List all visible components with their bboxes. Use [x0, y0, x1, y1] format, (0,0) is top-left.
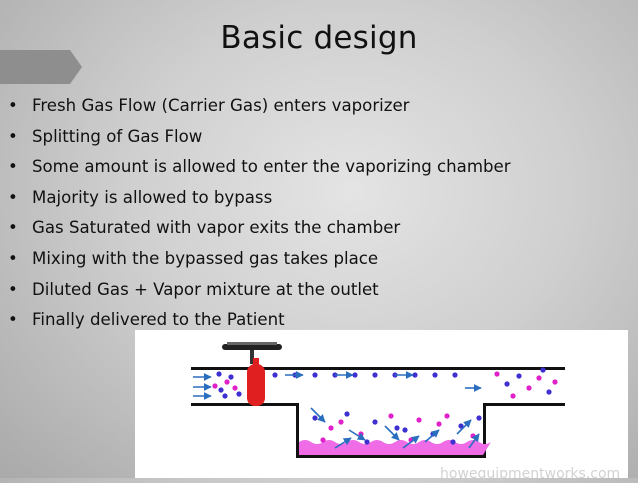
- gas-particle: [212, 383, 218, 389]
- splitting-valve-cap: [253, 358, 259, 366]
- bullet-text: Finally delivered to the Patient: [32, 310, 285, 330]
- gas-particle: [222, 393, 228, 399]
- flow-arrows: [193, 371, 482, 449]
- bullet-item: • Gas Saturated with vapor exits the cham…: [8, 216, 511, 247]
- dial-stem: [250, 350, 254, 364]
- gas-particle: [536, 375, 542, 381]
- bypass-bottom-wall-right: [486, 403, 565, 406]
- chamber-left-wall: [296, 403, 299, 458]
- gas-particle: [312, 415, 318, 421]
- bullet-dot: •: [8, 248, 18, 268]
- gas-particle: [494, 371, 500, 377]
- bullet-list: • Fresh Gas Flow (Carrier Gas) enters vap…: [8, 94, 511, 339]
- slide-tab-decoration: [0, 50, 82, 84]
- chamber-right-wall: [483, 403, 486, 458]
- flow-arrow: [402, 435, 420, 449]
- gas-particle: [450, 439, 456, 445]
- watermark: howequipmentworks.com: [440, 466, 621, 482]
- liquid-anaesthetic: [299, 440, 491, 455]
- bullet-item: • Some amount is allowed to enter the vap…: [8, 155, 511, 186]
- gas-particle: [504, 381, 510, 387]
- gas-particle: [344, 411, 350, 417]
- gas-particle: [312, 372, 318, 378]
- bullet-dot: •: [8, 187, 18, 207]
- gas-particle: [458, 423, 464, 429]
- gas-particle: [402, 427, 408, 433]
- bullet-item: • Majority is allowed to bypass: [8, 186, 511, 217]
- gas-particle: [364, 439, 370, 445]
- gas-particle: [394, 425, 400, 431]
- gas-particle: [232, 385, 238, 391]
- dial-knob-top: [227, 342, 277, 345]
- bullet-text: Gas Saturated with vapor exits the chamb…: [32, 218, 401, 238]
- bullet-item: • Diluted Gas + Vapor mixture at the outl…: [8, 278, 511, 309]
- vaporizer-diagram-svg: [191, 342, 565, 458]
- splitting-valve: [247, 364, 265, 406]
- gas-particle: [328, 425, 334, 431]
- gas-particle: [338, 419, 344, 425]
- gas-particle: [444, 413, 450, 419]
- flow-arrow: [456, 419, 472, 435]
- bullet-text: Mixing with the bypassed gas takes place: [32, 248, 379, 268]
- gas-particle: [416, 417, 422, 423]
- bullet-dot: •: [8, 218, 18, 238]
- flow-arrow: [424, 429, 440, 443]
- bullet-text: Diluted Gas + Vapor mixture at the outle…: [32, 279, 379, 299]
- bullet-text: Some amount is allowed to enter the vapo…: [32, 157, 511, 177]
- flow-arrow: [310, 407, 326, 423]
- gas-particle: [218, 387, 224, 393]
- bullet-dot: •: [8, 126, 18, 146]
- chamber-floor: [296, 455, 486, 458]
- bullet-item: • Splitting of Gas Flow: [8, 125, 511, 156]
- gas-particle: [470, 433, 476, 439]
- bullet-dot: •: [8, 157, 18, 177]
- slide-title: Basic design: [220, 20, 418, 56]
- gas-particle: [216, 371, 222, 377]
- gas-particle: [332, 372, 338, 378]
- gas-particle: [476, 415, 482, 421]
- bypass-top-wall: [191, 367, 565, 370]
- gas-particle: [516, 373, 522, 379]
- bullet-item: • Mixing with the bypassed gas takes plac…: [8, 247, 511, 278]
- flow-arrow: [468, 433, 480, 449]
- gas-particle: [546, 389, 552, 395]
- gas-particle: [510, 393, 516, 399]
- flow-arrow: [334, 437, 352, 449]
- bullet-text: Majority is allowed to bypass: [32, 187, 273, 207]
- flow-arrow: [384, 425, 400, 441]
- gas-particle: [228, 374, 234, 380]
- dial-knob: [222, 344, 282, 350]
- bypass-bottom-wall-left: [191, 403, 299, 406]
- bullet-dot: •: [8, 96, 18, 115]
- gas-particles: [212, 367, 558, 445]
- gas-particle: [224, 379, 230, 385]
- gas-particle: [432, 372, 438, 378]
- gas-particle: [388, 413, 394, 419]
- bullet-dot: •: [8, 279, 18, 299]
- gas-particle: [552, 379, 558, 385]
- gas-particle: [236, 391, 242, 397]
- bullet-dot: •: [8, 310, 18, 330]
- gas-particle: [272, 372, 278, 378]
- gas-particle: [412, 372, 418, 378]
- gas-particle: [372, 372, 378, 378]
- flow-arrow: [348, 429, 366, 441]
- gas-particle: [526, 385, 532, 391]
- bullet-item: • Fresh Gas Flow (Carrier Gas) enters vap…: [8, 94, 511, 125]
- bullet-text: Fresh Gas Flow (Carrier Gas) enters vapo…: [32, 96, 410, 115]
- vaporizer-diagram: [135, 330, 628, 478]
- gas-particle: [372, 419, 378, 425]
- bullet-text: Splitting of Gas Flow: [32, 126, 203, 146]
- gas-particle: [540, 367, 546, 373]
- gas-particle: [452, 372, 458, 378]
- bullet-item: • Finally delivered to the Patient: [8, 308, 511, 339]
- gas-particle: [320, 437, 326, 443]
- gas-particle: [436, 421, 442, 427]
- gas-particle: [352, 372, 358, 378]
